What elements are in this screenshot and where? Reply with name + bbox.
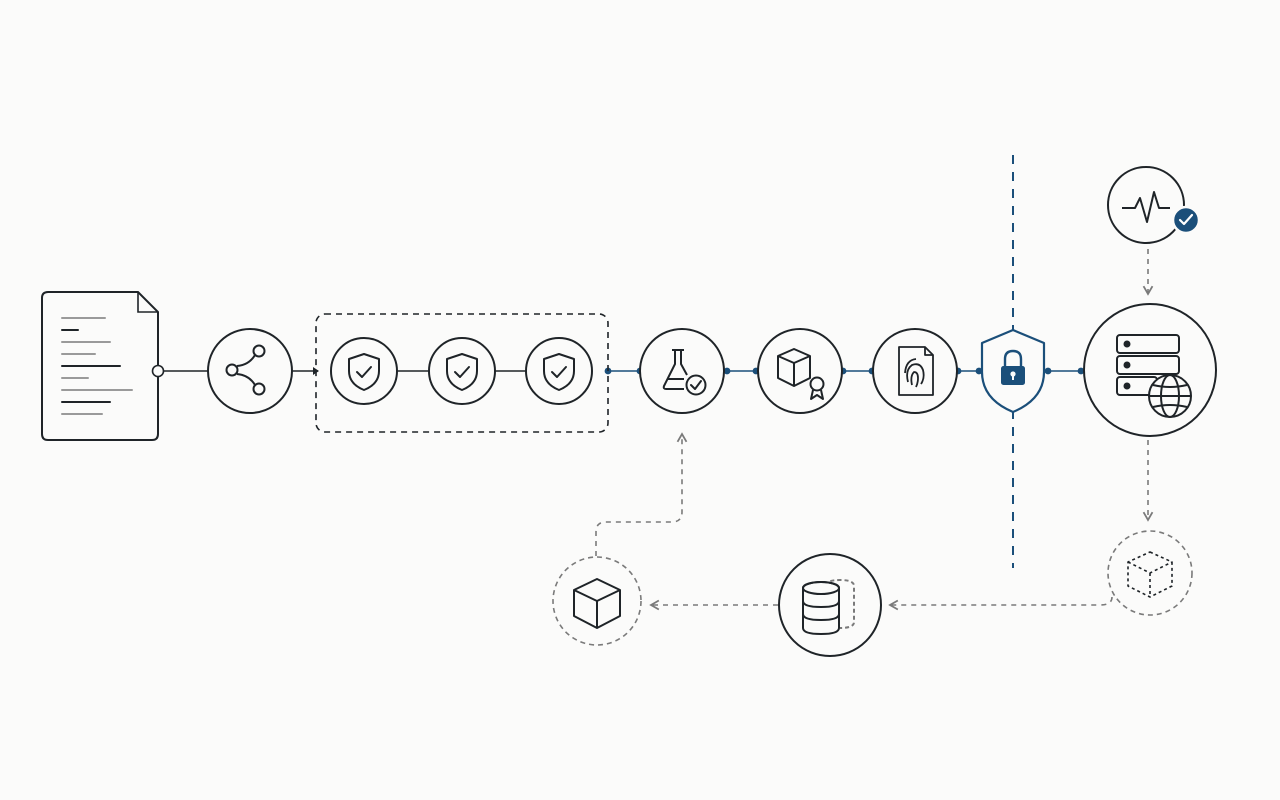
- document-output-port: [151, 364, 165, 378]
- fingerprint-document-icon: [898, 346, 934, 396]
- document-fold: [137, 292, 158, 313]
- connector-virtual-cube-to-database: [888, 596, 1113, 611]
- flask-check-icon: [662, 349, 707, 396]
- fingerprint-doc-node[interactable]: [872, 328, 958, 414]
- shield-check-2[interactable]: [428, 337, 496, 405]
- return-flow-connectors: [595, 249, 1154, 611]
- branch-node[interactable]: [207, 328, 293, 414]
- check-group[interactable]: [313, 313, 609, 433]
- check-badge-icon: [1171, 205, 1201, 235]
- document-text-lines: [61, 317, 133, 415]
- package-badge-icon: [777, 348, 825, 400]
- health-monitor-node[interactable]: [1107, 166, 1201, 244]
- shield-check-3[interactable]: [525, 337, 593, 405]
- database-stack-icon: [802, 578, 855, 636]
- shield-check-1[interactable]: [330, 337, 398, 405]
- source-document-node[interactable]: [41, 291, 165, 441]
- server-globe-icon: [1116, 334, 1192, 418]
- security-lock-node[interactable]: [980, 328, 1046, 414]
- server-globe-node[interactable]: [1083, 303, 1217, 437]
- check-group-entry-arrow: [313, 367, 319, 375]
- package-certified-node[interactable]: [757, 328, 843, 414]
- cube-icon: [573, 578, 621, 629]
- shield-check-icon: [543, 353, 575, 391]
- lock-shackle: [1003, 349, 1023, 367]
- virtual-cube-node[interactable]: [1107, 530, 1193, 616]
- shield-check-icon: [348, 353, 380, 391]
- lab-test-node[interactable]: [639, 328, 725, 414]
- artifact-cube-node[interactable]: [552, 556, 642, 646]
- pulse-icon: [1122, 191, 1170, 223]
- shield-check-icon: [446, 353, 478, 391]
- dashed-cube-icon: [1127, 551, 1173, 598]
- connector-artifact-cube-to-lab: [595, 432, 688, 556]
- database-node[interactable]: [778, 553, 882, 657]
- share-branch-icon: [225, 344, 266, 396]
